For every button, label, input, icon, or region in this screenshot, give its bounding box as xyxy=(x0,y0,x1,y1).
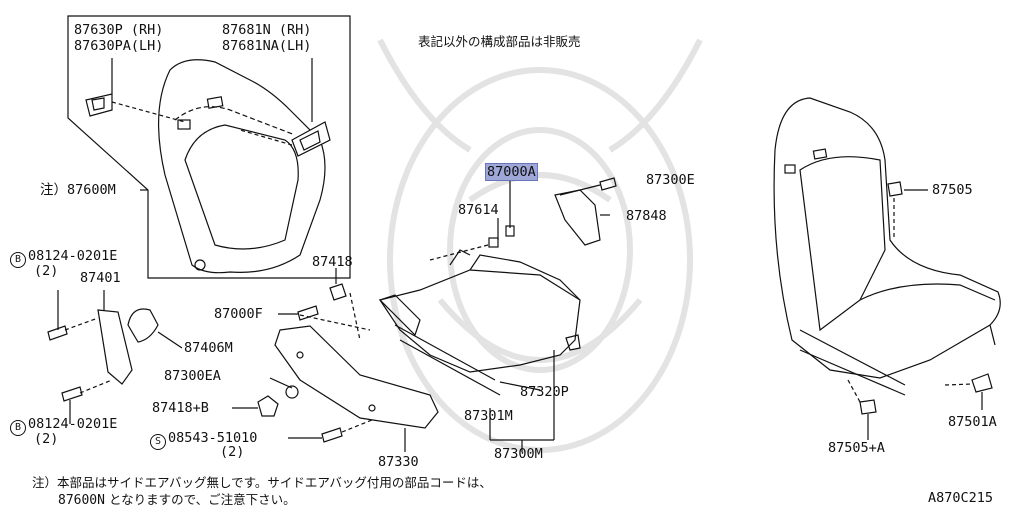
label-87505[interactable]: 87505 xyxy=(932,182,973,198)
inset-frame xyxy=(67,15,351,279)
screw-08543 xyxy=(321,427,343,443)
cover-87406M xyxy=(127,308,159,343)
cover-87681 xyxy=(291,121,331,157)
bolt-87614 xyxy=(488,237,499,248)
cushion-assembly xyxy=(378,180,610,396)
label-87301M[interactable]: 87301M xyxy=(464,408,513,424)
rail-87330 xyxy=(274,325,439,429)
label-87320P[interactable]: 87320P xyxy=(520,384,569,400)
label-87505A[interactable]: 87505+A xyxy=(828,440,885,456)
knob-87418B xyxy=(257,395,279,417)
label-87418[interactable]: 87418 xyxy=(312,254,353,270)
label-87300M[interactable]: 87300M xyxy=(494,446,543,462)
cover-87401 xyxy=(97,309,133,385)
clip-87505 xyxy=(887,181,903,197)
label-87681N[interactable]: 87681N (RH) xyxy=(222,22,312,38)
header-note: 表記以外の構成部品は非販売 xyxy=(418,34,581,49)
footnote: 注）本部品はサイドエアバッグ無しです。サイドエアバッグ付用の部品コードは、 87… xyxy=(32,474,492,509)
bolt-type-b-icon: B xyxy=(10,252,26,268)
diagram-code: A870C215 xyxy=(928,490,994,506)
footnote-line1: 注）本部品はサイドエアバッグ無しです。サイドエアバッグ付用の部品コードは、 xyxy=(32,475,492,490)
footnote-line2: 87600N となりますので、ご注意下さい。 xyxy=(58,492,296,508)
screw-type-s-icon: S xyxy=(150,434,166,450)
label-87418B[interactable]: 87418+B xyxy=(152,400,209,416)
right-seat xyxy=(773,97,1001,396)
label-87681NA[interactable]: 87681NA(LH) xyxy=(222,38,312,54)
clip-87505A xyxy=(859,399,877,415)
label-87600M[interactable]: 注）87600M xyxy=(40,182,116,198)
bolt-87000F xyxy=(297,305,319,321)
footnote-code[interactable]: 87600N xyxy=(58,493,105,508)
bolt-type-b-icon: B xyxy=(10,420,26,436)
bolt-08124-b xyxy=(61,386,83,402)
bolt-87501A xyxy=(971,373,993,393)
label-87000F[interactable]: 87000F xyxy=(214,306,263,322)
cover-87630 xyxy=(85,93,113,117)
label-bolt-08124-top-qty: (2) xyxy=(34,263,59,279)
inset-seat xyxy=(157,59,326,274)
label-87848[interactable]: 87848 xyxy=(626,208,667,224)
label-87300E[interactable]: 87300E xyxy=(646,172,695,188)
clip-87418 xyxy=(329,283,347,301)
label-87630P[interactable]: 87630P (RH) xyxy=(74,22,164,38)
clip-87300EA xyxy=(285,385,299,399)
label-87630PA[interactable]: 87630PA(LH) xyxy=(74,38,164,54)
bolt-87000A xyxy=(505,225,515,237)
label-87501A[interactable]: 87501A xyxy=(948,414,997,430)
label-87406M[interactable]: 87406M xyxy=(184,340,233,356)
label-87330[interactable]: 87330 xyxy=(378,454,419,470)
bolt-08124-a xyxy=(47,325,68,341)
label-87401[interactable]: 87401 xyxy=(80,270,121,286)
label-87300EA[interactable]: 87300EA xyxy=(164,368,221,384)
label-screw-08543-qty: (2) xyxy=(220,444,245,460)
label-87000A-highlighted[interactable]: 87000A xyxy=(485,163,538,181)
bolt-87300E xyxy=(599,177,617,191)
label-bolt-08124-bottom-qty: (2) xyxy=(34,431,59,447)
label-87614[interactable]: 87614 xyxy=(458,202,499,218)
